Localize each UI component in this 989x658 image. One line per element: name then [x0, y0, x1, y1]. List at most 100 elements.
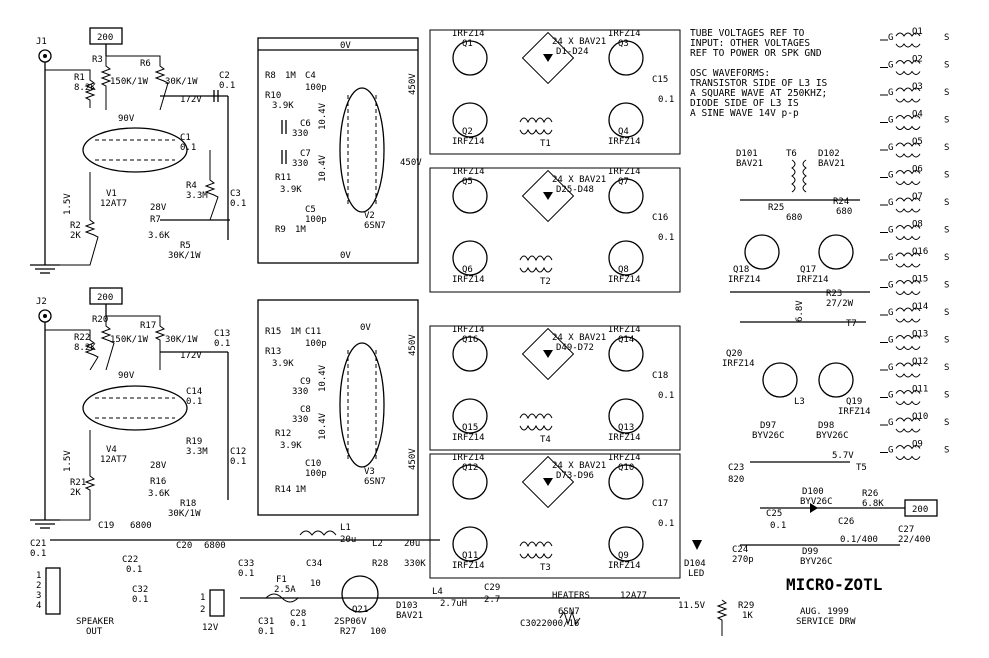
heater-12at7-label: 12A77: [620, 591, 647, 601]
pin-label: 2: [200, 605, 205, 615]
mosfet-q17-icon: [818, 234, 854, 270]
c14-label: C14: [186, 387, 202, 397]
voltage-label: 6.8V: [795, 300, 805, 322]
cap-label: C15: [652, 75, 668, 85]
r18-label: R18: [180, 499, 196, 509]
fet-label: Q11: [912, 385, 928, 395]
d99-label: D99: [802, 547, 818, 557]
c10-label: C10: [305, 459, 321, 469]
c29-value: 2.7: [484, 595, 500, 605]
fet-type: IRFZ14: [608, 137, 641, 147]
r3-label: R3: [92, 55, 103, 65]
gate-label: G: [888, 198, 893, 208]
r11-label: R11: [275, 173, 291, 183]
gate-label: G: [888, 33, 893, 43]
transformer-label: T3: [540, 563, 551, 573]
resistor-icon: [100, 56, 112, 110]
gate-label: G: [888, 143, 893, 153]
diode-icon: [543, 192, 553, 200]
diode-count: 24 X BAV21: [552, 37, 606, 47]
fet-label: Q6: [912, 165, 923, 175]
d101-type: BAV21: [736, 159, 763, 169]
c20-value: 6800: [204, 541, 226, 551]
d97-label: D97: [760, 421, 776, 431]
voltage-label: 0V: [340, 251, 351, 261]
inductor-icon: [299, 530, 337, 536]
fet-label: Q14: [618, 335, 634, 345]
note-line: A SQUARE WAVE AT 250KHZ;: [690, 88, 827, 99]
fet-type: IRFZ14: [452, 29, 485, 39]
mosfet-q18-icon: [744, 234, 780, 270]
mosfet-icon: [608, 526, 644, 562]
mosfet-icon: [452, 526, 488, 562]
r5-label: R5: [180, 241, 191, 251]
source-label: S: [944, 281, 949, 291]
c31-value: 0.1: [258, 627, 274, 637]
c32-label: C32: [132, 585, 148, 595]
voltage-label: 172V: [180, 95, 202, 105]
gate-label: G: [888, 281, 893, 291]
drawing-title: MICRO-ZOTL: [786, 575, 882, 594]
coil-icon: [895, 170, 921, 175]
c25-label: C25: [766, 509, 782, 519]
r7-label: R7: [150, 215, 161, 225]
channel2-driver: 0V R15 1M R13 3.9K C11 100p C9 330 C8 33…: [257, 299, 419, 516]
c27-value: 22/400: [898, 535, 931, 545]
fet-label: Q3: [618, 39, 629, 49]
bridge-frame: [429, 167, 681, 293]
fet-label: Q7: [618, 177, 629, 187]
c23-value: 820: [728, 475, 744, 485]
voltage-label: 10.4V: [318, 412, 328, 440]
r15-label: R15: [265, 327, 281, 337]
cap-label: C16: [652, 213, 668, 223]
q19-type: IRFZ14: [838, 407, 871, 417]
voltage-label: 10.4V: [318, 154, 328, 182]
diode-bridge-icon: [521, 31, 575, 85]
fet-label: Q12: [912, 357, 928, 367]
resistor-icon: [45, 329, 99, 371]
c19-label: C19: [98, 521, 114, 531]
cap-label: C17: [652, 499, 668, 509]
voltage-label: 450V: [408, 73, 418, 95]
c9-value: 330: [292, 387, 308, 397]
transformer-icon: [791, 159, 796, 193]
coil-icon: [895, 87, 921, 92]
c24-value: 270p: [732, 555, 754, 565]
diode-icon: [810, 503, 818, 513]
voltage-label: 10.4V: [318, 102, 328, 130]
supply-box-label: 200: [97, 293, 113, 303]
diode-range: D1-D24: [556, 47, 589, 57]
r9-value: 1M: [295, 225, 306, 235]
fet-label: Q13: [618, 423, 634, 433]
l2-label: L2: [372, 539, 383, 549]
fet-label: Q1: [912, 27, 923, 37]
source-label: S: [944, 61, 949, 71]
c30-label: C30: [520, 619, 536, 629]
tube-v4-icon: [82, 385, 188, 431]
r10-value: 3.9K: [272, 101, 294, 111]
voltage-label: 28V: [150, 203, 167, 213]
fet-type: IRFZ14: [608, 29, 641, 39]
fet-type: IRFZ14: [452, 453, 485, 463]
drawing-subtitle: SERVICE DRW: [796, 617, 856, 627]
c7-value: 330: [292, 159, 308, 169]
d98-label: D98: [818, 421, 834, 431]
tube-type: 12AT7: [100, 455, 127, 465]
r23-value: 27/2W: [826, 299, 854, 309]
voltage-label: 5.7V: [832, 451, 854, 461]
t5-label: T5: [856, 463, 867, 473]
mosfet-q21-icon: [341, 575, 379, 613]
l1-label: L1: [340, 523, 351, 533]
mosfet-icon: [608, 102, 644, 138]
voltage-label: 450V: [408, 448, 418, 470]
r22-value: 8.2K: [74, 343, 96, 353]
transformer-icon: [519, 117, 553, 124]
coil-icon: [895, 142, 921, 147]
c3-value: 0.1: [230, 199, 246, 209]
voltage-label: 10.4V: [318, 364, 328, 392]
r7-value: 3.6K: [148, 231, 170, 241]
fet-type: IRFZ14: [608, 167, 641, 177]
resistor-icon: [45, 69, 96, 108]
